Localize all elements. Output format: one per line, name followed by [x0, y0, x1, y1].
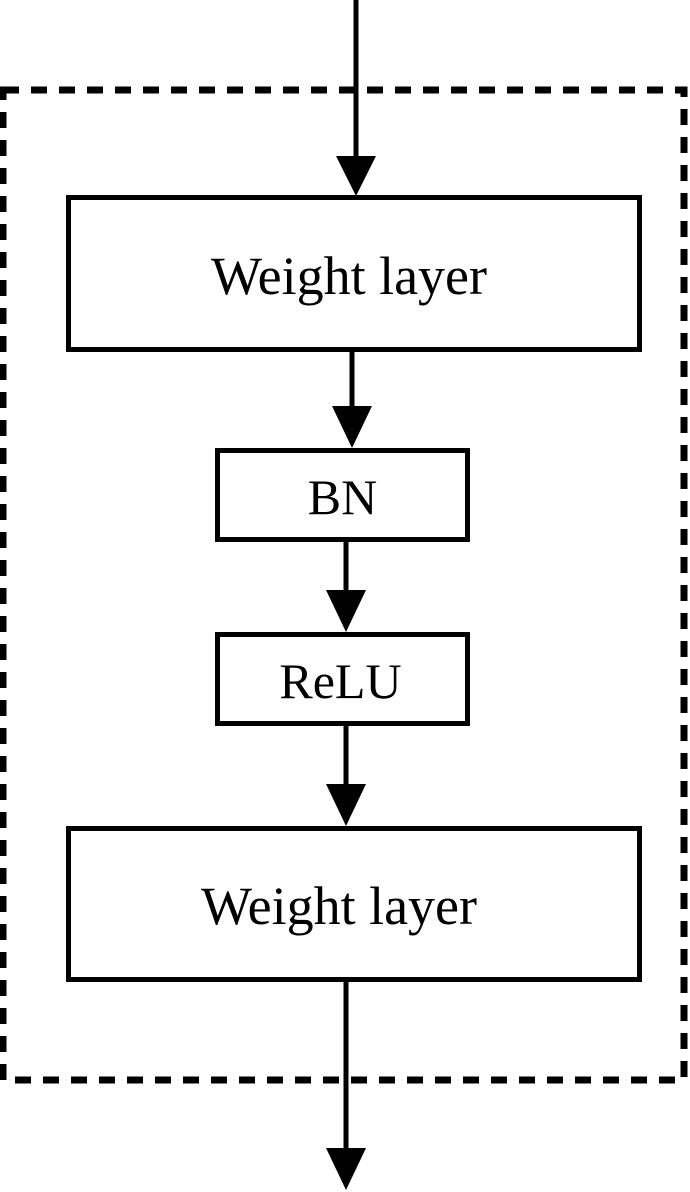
weight-layer-2-block: Weight layer	[66, 826, 642, 982]
weight-layer-2-label: Weight layer	[200, 876, 478, 936]
bn-block: BN	[215, 448, 470, 542]
output-arrow-head	[326, 1148, 366, 1190]
bn-label: BN	[307, 469, 378, 525]
arrow-relu-to-weight2-head	[326, 784, 366, 826]
relu-label: ReLU	[279, 653, 402, 709]
arrow-bn-to-relu-head	[326, 590, 366, 632]
relu-block: ReLU	[215, 632, 470, 726]
input-arrow-head	[336, 156, 376, 196]
weight-layer-1-block: Weight layer	[66, 195, 642, 352]
arrow-weight1-to-bn-head	[332, 406, 372, 448]
weight-layer-1-label: Weight layer	[210, 245, 488, 306]
residual-block-frame	[0, 86, 688, 1084]
